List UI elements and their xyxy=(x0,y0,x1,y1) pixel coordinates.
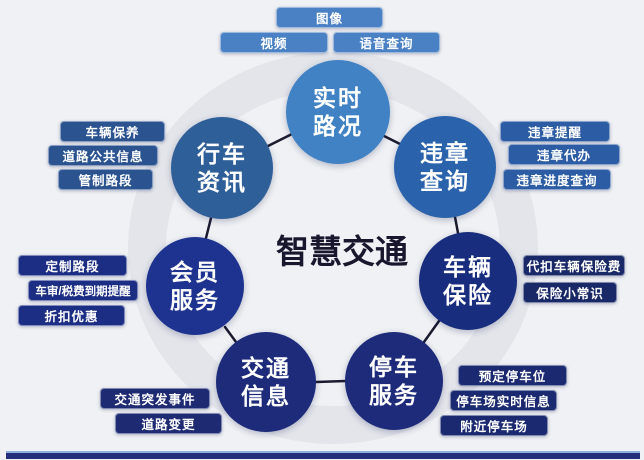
tag-traffic-incidents: 交通突发事件 xyxy=(100,388,210,409)
tag-nearby-parking-lots: 附近停车场 xyxy=(440,415,548,436)
tag-insurance-tips: 保险小常识 xyxy=(523,282,617,303)
tag-inspection-tax-due-reminder: 车审/税费到期提醒 xyxy=(28,280,138,301)
node-driving-info: 行车 资讯 xyxy=(171,117,273,219)
tag-vehicle-maintenance: 车辆保养 xyxy=(60,121,165,142)
tag-parking-lot-realtime-info: 停车场实时信息 xyxy=(450,390,557,411)
tag-insurance-withholding: 代扣车辆保险费 xyxy=(523,255,625,276)
tag-video: 视频 xyxy=(220,32,328,53)
tag-voice-query: 语音查询 xyxy=(333,32,440,53)
node-parking-service: 停车 服务 xyxy=(345,332,443,430)
node-vehicle-insurance: 车辆 保险 xyxy=(419,232,517,330)
tag-road-changes: 道路变更 xyxy=(115,413,222,434)
diagram-title: 智慧交通 xyxy=(276,233,408,270)
tag-reserve-parking-spot: 预定停车位 xyxy=(458,365,567,386)
node-traffic-info: 交通 信息 xyxy=(216,332,316,432)
node-violation-query: 违章 查询 xyxy=(394,116,496,218)
node-realtime-traffic: 实时 路况 xyxy=(286,60,390,164)
node-member-service: 会员 服务 xyxy=(146,237,244,335)
tag-violation-reminder: 违章提醒 xyxy=(500,121,610,142)
tag-discounts: 折扣优惠 xyxy=(18,305,125,326)
bottom-divider-bar xyxy=(6,451,640,459)
tag-road-public-info: 道路公共信息 xyxy=(48,145,158,166)
tag-violation-progress-query: 违章进度查询 xyxy=(503,169,611,190)
tag-image: 图像 xyxy=(276,7,383,28)
tag-custom-sections: 定制路段 xyxy=(18,255,127,276)
tag-controlled-sections: 管制路段 xyxy=(58,169,153,190)
tag-violation-agency: 违章代办 xyxy=(508,144,620,165)
